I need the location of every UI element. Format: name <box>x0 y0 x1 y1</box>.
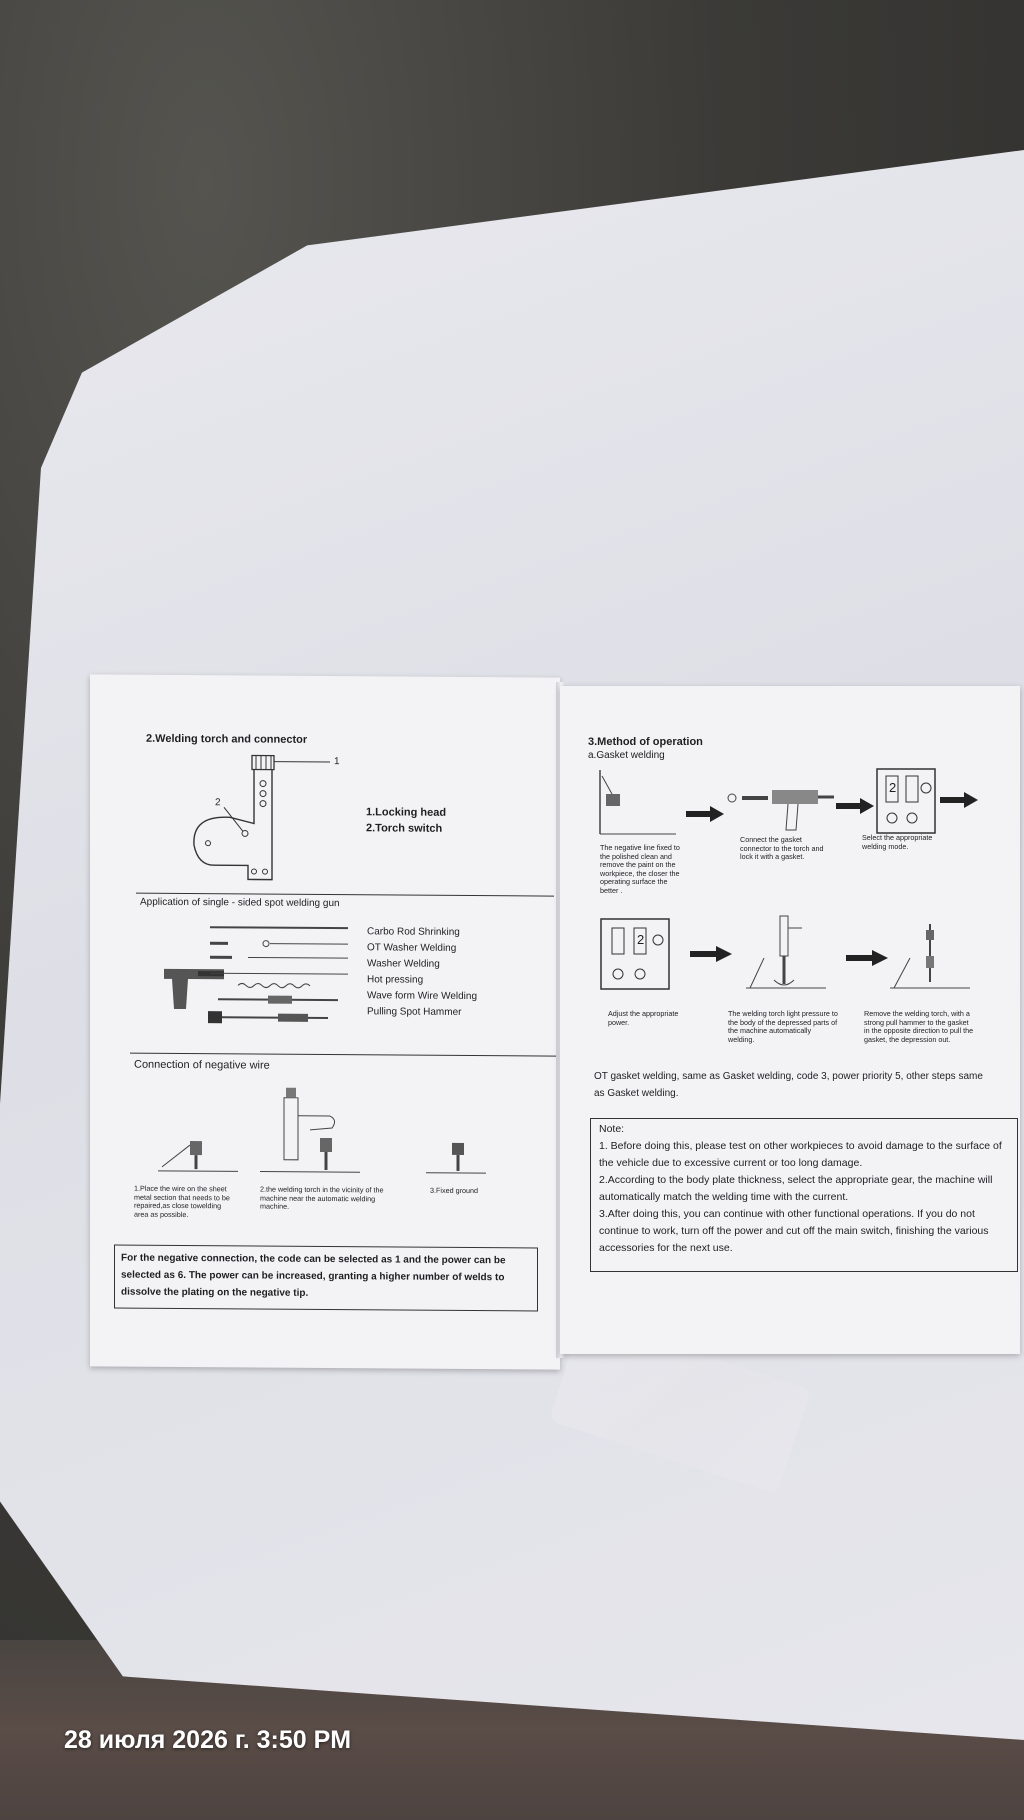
application-title: Application of single - sided spot weldi… <box>140 896 340 910</box>
note-item-3: 3.After doing this, you can continue wit… <box>599 1208 989 1254</box>
control-panel-icon <box>876 768 936 834</box>
label-locking-head: 1.Locking head <box>366 806 447 819</box>
row2-step-3: Remove the welding torch, with a strong … <box>864 1009 974 1044</box>
photo-timestamp: 28 июля 2026 г. 3:50 PM <box>64 1726 352 1754</box>
callout-2: 2 <box>215 797 221 809</box>
row1-step-1: The negative line fixed to the polished … <box>600 843 680 895</box>
callout-1: 1 <box>334 756 340 768</box>
right-page: 3.Method of operation a.Gasket welding 2… <box>560 686 1020 1354</box>
application-6: Pulling Spot Hammer <box>367 1006 462 1018</box>
note-box: Note: 1. Before doing this, please test … <box>590 1118 1018 1272</box>
panel-digit: 2 <box>889 780 897 795</box>
negative-wire-title: Connection of negative wire <box>134 1058 270 1072</box>
arrow-right-icon <box>686 806 724 822</box>
negative-wire-step2-figure <box>260 1087 360 1173</box>
arrow-right-icon <box>940 792 978 808</box>
negative-note-box: For the negative connection, the code ca… <box>114 1244 538 1312</box>
step2-torch-figure <box>727 790 834 831</box>
left-page: 2.Welding torch and connector 1 2 1.Lock… <box>90 674 560 1370</box>
panel-digit: 2 <box>637 932 645 947</box>
negative-step-2: 2.the welding torch in the vicinity of t… <box>260 1184 384 1211</box>
arrow-right-icon <box>836 798 874 814</box>
negative-wire-step1-figure <box>158 1141 238 1172</box>
application-5: Wave form Wire Welding <box>367 990 478 1003</box>
application-1: Carbo Rod Shrinking <box>367 926 460 938</box>
note-item-1: 1. Before doing this, please test on oth… <box>599 1140 1002 1169</box>
step1-figure <box>599 770 676 835</box>
negative-note-text: For the negative connection, the code ca… <box>121 1252 506 1299</box>
row2-step-1: Adjust the appropriate power. <box>608 1009 679 1027</box>
control-panel-icon <box>600 918 670 990</box>
arrow-right-icon <box>690 946 732 962</box>
divider <box>136 892 554 897</box>
section-title-torch: 2.Welding torch and connector <box>146 732 308 746</box>
subsection-gasket: a.Gasket welding <box>588 750 665 761</box>
row1-step-3: Select the appropriate welding mode. <box>862 833 933 851</box>
note-item-2: 2.According to the body plate thickness,… <box>599 1174 993 1203</box>
arrow-right-icon <box>846 950 888 966</box>
application-4: Hot pressing <box>367 974 424 986</box>
section-title-operation: 3.Method of operation <box>588 736 703 748</box>
application-2: OT Washer Welding <box>367 942 457 954</box>
accessory-tools <box>208 926 348 1024</box>
note-title: Note: <box>599 1123 625 1135</box>
label-torch-switch: 2.Torch switch <box>366 822 443 835</box>
negative-step-1: 1.Place the wire on the sheet metal sect… <box>134 1183 230 1219</box>
row2-step-2: The welding torch light pressure to the … <box>728 1009 838 1044</box>
step5-welding-figure <box>746 915 826 989</box>
ot-gasket-text: OT gasket welding, same as Gasket weldin… <box>594 1071 983 1099</box>
instruction-booklet: 2.Welding torch and connector 1 2 1.Lock… <box>90 674 1020 1370</box>
row1-step-2: Connect the gasket connector to the torc… <box>740 835 824 862</box>
divider <box>130 1052 558 1057</box>
application-3: Washer Welding <box>367 958 440 970</box>
step6-pull-hammer-figure <box>890 924 970 989</box>
fixed-ground-figure <box>426 1142 486 1174</box>
negative-step-3: 3.Fixed ground <box>430 1185 478 1196</box>
torch-diagram <box>193 754 330 881</box>
